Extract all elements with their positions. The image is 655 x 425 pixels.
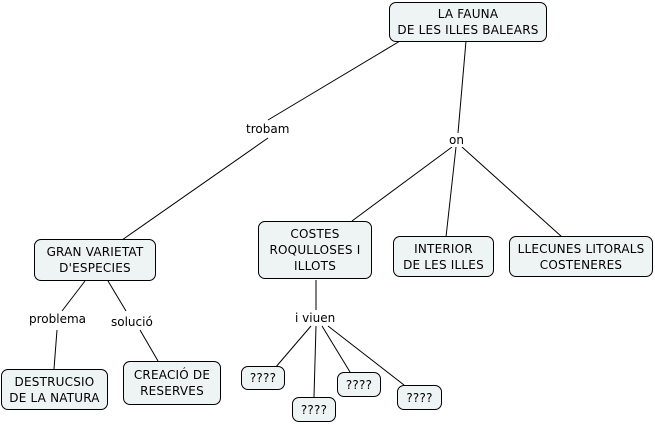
line-viuen-unknown2 <box>313 325 317 398</box>
concept-unknown-4[interactable]: ???? <box>397 385 442 410</box>
concept-unknown-2[interactable]: ???? <box>292 397 336 422</box>
line-on-lagoons <box>461 146 563 238</box>
concept-unknown-1[interactable]: ???? <box>241 366 285 390</box>
line-on-coasts <box>351 146 453 222</box>
line-root-trobam <box>267 40 401 121</box>
line-variety-solucio <box>107 280 127 312</box>
line-variety-problema <box>61 280 86 312</box>
line-viuen-unknown1 <box>274 325 312 369</box>
line-viuen-unknown3 <box>321 325 351 373</box>
line-problema-destruction <box>53 329 58 370</box>
link-label-solucio: solució <box>109 315 155 329</box>
concept-unknown-3[interactable]: ???? <box>337 372 381 397</box>
concept-interior[interactable]: INTERIOR DE LES ILLES <box>393 236 494 277</box>
concept-destruction[interactable]: DESTRUCSIO DE LA NATURA <box>1 369 108 410</box>
concept-lagoons[interactable]: LLECUNES LITORALS COSTENERES <box>509 236 653 277</box>
link-label-problema: problema <box>27 312 89 326</box>
line-viuen-unknown4 <box>327 325 405 386</box>
concept-variety[interactable]: GRAN VARIETAT D'ESPECIES <box>34 239 156 281</box>
concept-root[interactable]: LA FAUNA DE LES ILLES BALEARS <box>389 2 547 42</box>
line-root-on <box>457 40 467 134</box>
concept-reserves[interactable]: CREACIÓ DE RESERVES <box>123 361 221 405</box>
line-on-interior <box>445 146 457 238</box>
link-label-viuen: i viuen <box>293 311 338 325</box>
line-solucio-reserves <box>139 329 159 362</box>
concept-coasts[interactable]: COSTES ROQULLOSES I ILLOTS <box>258 221 372 279</box>
line-trobam-variety <box>121 137 269 241</box>
link-label-trobam: trobam <box>244 122 292 136</box>
link-label-on: on <box>447 133 466 147</box>
